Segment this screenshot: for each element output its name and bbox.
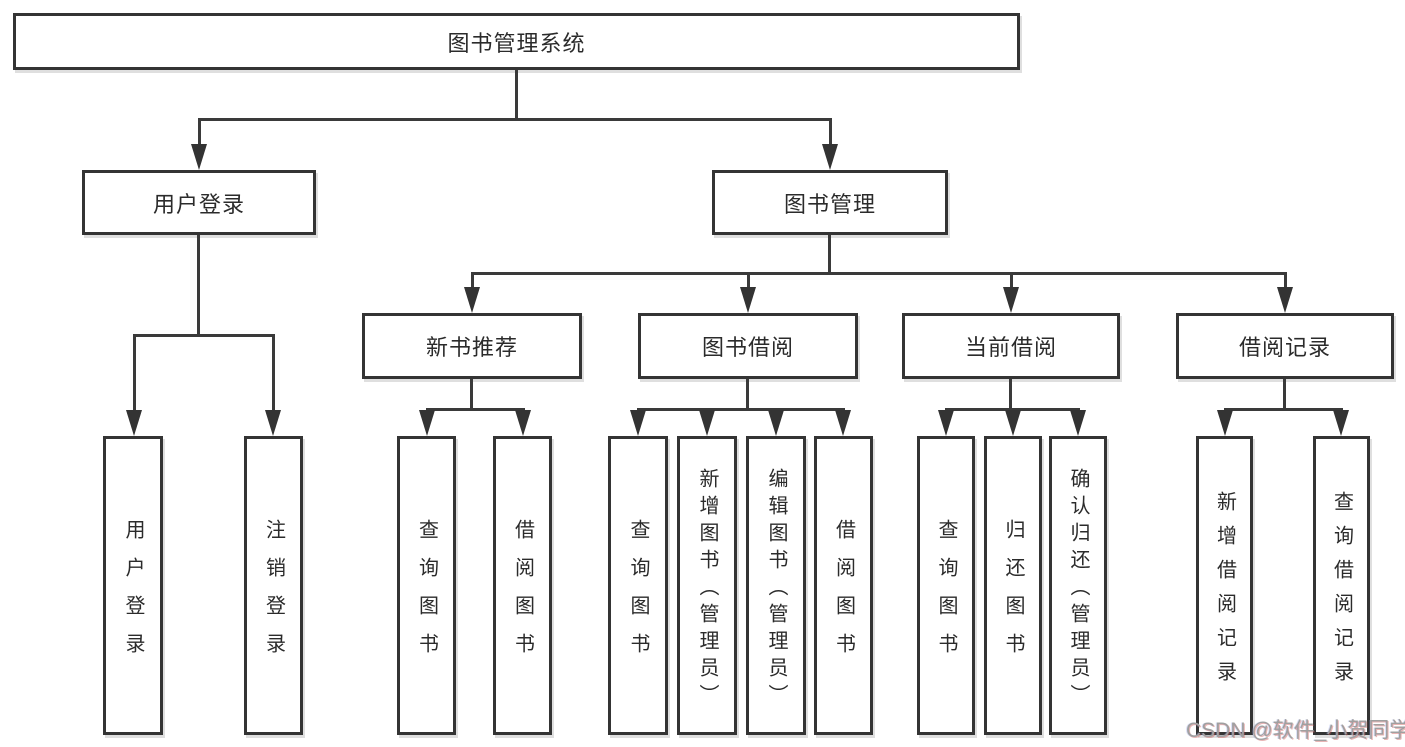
connector-line	[1283, 379, 1286, 410]
arrowhead	[1333, 408, 1349, 436]
connector-line	[1224, 408, 1343, 411]
node-user-login: 用户登录	[82, 170, 316, 235]
arrowhead	[822, 118, 838, 170]
arrowhead	[1005, 408, 1021, 436]
arrowhead	[126, 334, 142, 436]
arrowhead	[191, 118, 207, 170]
leaf-query-books-2-label: 查询图书	[627, 518, 649, 671]
leaf-edit-book-admin: 编辑图书（管理员）	[746, 436, 806, 735]
connector-line	[198, 118, 832, 121]
arrowhead	[699, 408, 715, 436]
leaf-logout: 注销登录	[244, 436, 303, 735]
leaf-confirm-return-admin: 确认归还（管理员）	[1049, 436, 1107, 735]
arrowhead	[630, 408, 646, 436]
leaf-query-borrow-record-label: 查询借阅记录	[1330, 490, 1353, 695]
leaf-return-books-label: 归还图书	[1002, 518, 1024, 671]
node-current-borrow-label: 当前借阅	[964, 335, 1057, 360]
connector-line	[470, 379, 473, 410]
connector-line	[746, 379, 749, 410]
leaf-add-book-admin: 新增图书（管理员）	[677, 436, 737, 735]
node-root-label: 图书管理系统	[447, 30, 586, 56]
connector-line	[471, 272, 1287, 275]
node-borrow-records: 借阅记录	[1176, 313, 1394, 379]
node-book-management: 图书管理	[712, 170, 948, 235]
node-book-borrow: 图书借阅	[638, 313, 858, 379]
leaf-add-book-admin-label: 新增图书（管理员）	[696, 467, 718, 711]
node-new-book-recommend: 新书推荐	[362, 313, 582, 379]
node-user-login-label: 用户登录	[152, 191, 245, 217]
arrowhead	[464, 272, 480, 313]
node-root: 图书管理系统	[13, 13, 1020, 70]
leaf-query-books-3: 查询图书	[917, 436, 975, 735]
leaf-query-books-1-label: 查询图书	[415, 518, 438, 671]
leaf-query-books-1: 查询图书	[397, 436, 456, 735]
leaf-borrow-books-2: 借阅图书	[814, 436, 873, 735]
leaf-query-books-3-label: 查询图书	[935, 518, 957, 671]
leaf-return-books: 归还图书	[984, 436, 1042, 735]
arrowhead	[1277, 272, 1293, 313]
leaf-borrow-books-2-label: 借阅图书	[832, 518, 855, 671]
leaf-query-borrow-record: 查询借阅记录	[1313, 436, 1370, 735]
arrowhead	[419, 408, 435, 436]
arrowhead	[1003, 272, 1019, 313]
node-current-borrow: 当前借阅	[902, 313, 1120, 379]
arrowhead	[1070, 408, 1086, 436]
connector-line	[637, 408, 844, 411]
leaf-add-borrow-record: 新增借阅记录	[1196, 436, 1253, 735]
leaf-user-login-label: 用户登录	[122, 518, 144, 671]
node-new-book-recommend-label: 新书推荐	[425, 335, 518, 360]
leaf-user-login: 用户登录	[103, 436, 163, 735]
leaf-borrow-books-1: 借阅图书	[493, 436, 552, 735]
leaf-logout-label: 注销登录	[262, 518, 285, 671]
connector-line	[133, 334, 274, 337]
connector-line	[828, 235, 831, 275]
arrowhead	[938, 408, 954, 436]
arrowhead	[515, 408, 531, 436]
arrowhead	[265, 334, 281, 436]
connector-line	[426, 408, 524, 411]
node-book-borrow-label: 图书借阅	[701, 335, 794, 360]
watermark: CSDN @软件_小贺同学	[1186, 719, 1405, 742]
leaf-query-books-2: 查询图书	[608, 436, 668, 735]
connector-line	[197, 235, 200, 337]
connector-line	[515, 70, 518, 118]
arrowhead	[1217, 408, 1233, 436]
arrowhead	[835, 408, 851, 436]
node-book-management-label: 图书管理	[783, 191, 876, 217]
connector-line	[1009, 379, 1012, 410]
leaf-confirm-return-admin-label: 确认归还（管理员）	[1067, 467, 1089, 711]
arrowhead	[768, 408, 784, 436]
leaf-edit-book-admin-label: 编辑图书（管理员）	[765, 467, 787, 711]
node-borrow-records-label: 借阅记录	[1238, 335, 1331, 360]
arrowhead	[740, 272, 756, 313]
leaf-add-borrow-record-label: 新增借阅记录	[1213, 490, 1236, 695]
leaf-borrow-books-1-label: 借阅图书	[511, 518, 534, 671]
